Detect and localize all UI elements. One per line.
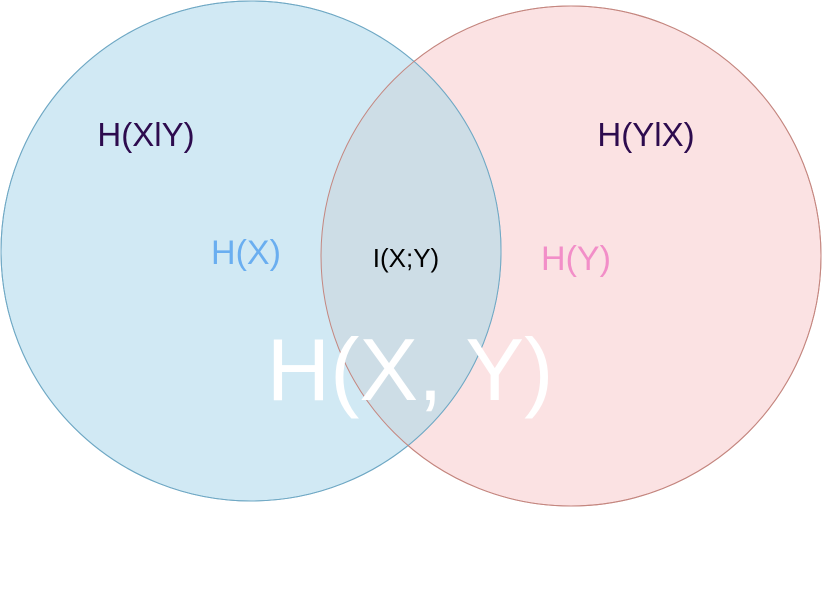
mutual-information-region	[321, 6, 501, 501]
label-joint-entropy: H(X, Y)	[267, 320, 554, 419]
y-entropy-circle-outline	[320, 5, 822, 507]
label-h-x-given-y: H(XlY)	[97, 116, 194, 153]
label-mutual-information: I(X;Y)	[373, 243, 439, 273]
x-entropy-circle-outline	[0, 0, 502, 502]
label-h-x: H(X)	[211, 234, 281, 272]
label-h-y-given-x: H(YlX)	[597, 116, 694, 153]
label-h-y: H(Y)	[541, 240, 611, 278]
